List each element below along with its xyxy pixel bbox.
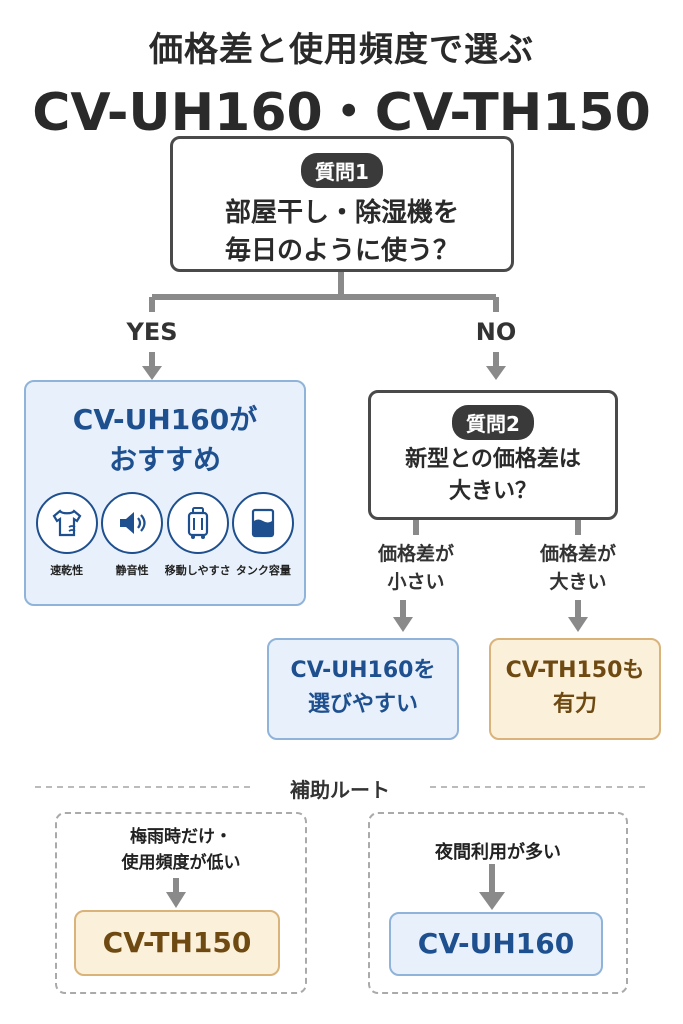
aux-left-box: 梅雨時だけ・ 使用頻度が低い bbox=[55, 812, 307, 994]
yes-label: YES bbox=[126, 318, 178, 346]
question-2-line1: 新型との価格差は bbox=[405, 447, 581, 472]
large-diff-label: 価格差が 大きい bbox=[518, 540, 638, 596]
feature-quick-dry: 速乾性 bbox=[34, 492, 99, 578]
uh160-easy-choice-box: CV-UH160を 選びやすい bbox=[267, 638, 459, 740]
feature-label: 静音性 bbox=[115, 564, 149, 577]
small-diff-label: 価格差が 小さい bbox=[356, 540, 476, 596]
shirt-icon bbox=[35, 492, 98, 554]
question-1-line1: 部屋干し・除湿機を bbox=[224, 198, 459, 228]
feature-quiet: 静音性 bbox=[99, 492, 164, 578]
aux-route-title: 補助ルート bbox=[290, 778, 390, 802]
uh160-recommendation-line2: おすすめ bbox=[108, 443, 221, 476]
feature-label: 移動しやすさ bbox=[164, 564, 231, 577]
aux-left-condition-line1: 梅雨時だけ・ bbox=[130, 827, 232, 847]
speaker-icon bbox=[101, 492, 164, 554]
aux-th150-result: CV-TH150 bbox=[74, 910, 280, 976]
tank-icon bbox=[232, 492, 295, 554]
uh160-easy-line1: CV-UH160を bbox=[290, 658, 436, 683]
th150-strong-line1: CV-TH150も bbox=[505, 658, 645, 683]
feature-label: タンク容量 bbox=[235, 564, 291, 577]
uh160-recommendation-line1: CV-UH160が bbox=[72, 403, 258, 436]
th150-strong-option-box: CV-TH150も 有力 bbox=[489, 638, 661, 740]
small-diff-line1: 価格差が bbox=[377, 543, 454, 565]
large-diff-line1: 価格差が bbox=[539, 543, 616, 565]
aux-uh160-result: CV-UH160 bbox=[389, 912, 603, 976]
aux-right-condition: 夜間利用が多い bbox=[435, 842, 561, 863]
question-2-line2: 大きい？ bbox=[448, 479, 537, 504]
suitcase-icon bbox=[166, 492, 229, 554]
uh160-recommendation-box: CV-UH160が おすすめ 速乾性 静音性 移動しやすさ タンク容量 bbox=[24, 380, 306, 606]
uh160-easy-line2: 選びやすい bbox=[307, 692, 418, 717]
th150-strong-line2: 有力 bbox=[552, 692, 597, 717]
no-label: NO bbox=[475, 318, 517, 346]
page-subtitle-models: CV-UH160・CV-TH150 bbox=[32, 83, 651, 143]
question-1-badge: 質問1 bbox=[301, 153, 383, 188]
question-1-box: 質問1 部屋干し・除湿機を 毎日のように使う？ bbox=[170, 136, 514, 272]
large-diff-line2: 大きい bbox=[549, 571, 607, 593]
feature-portability: 移動しやすさ bbox=[165, 492, 231, 578]
aux-left-condition-line2: 使用頻度が低い bbox=[121, 853, 241, 873]
page-title: 価格差と使用頻度で選ぶ bbox=[149, 30, 534, 70]
aux-right-box: 夜間利用が多い bbox=[368, 812, 628, 994]
question-2-box: 質問2 新型との価格差は 大きい？ bbox=[368, 390, 618, 520]
feature-icons-row: 速乾性 静音性 移動しやすさ タンク容量 bbox=[26, 492, 304, 578]
question-2-badge: 質問2 bbox=[452, 405, 534, 440]
question-1-line2: 毎日のように使う？ bbox=[224, 236, 459, 266]
small-diff-line2: 小さい bbox=[387, 571, 445, 593]
aux-left-condition: 梅雨時だけ・ 使用頻度が低い bbox=[57, 824, 305, 876]
feature-label: 速乾性 bbox=[50, 564, 84, 577]
feature-tank-capacity: タンク容量 bbox=[231, 492, 296, 578]
